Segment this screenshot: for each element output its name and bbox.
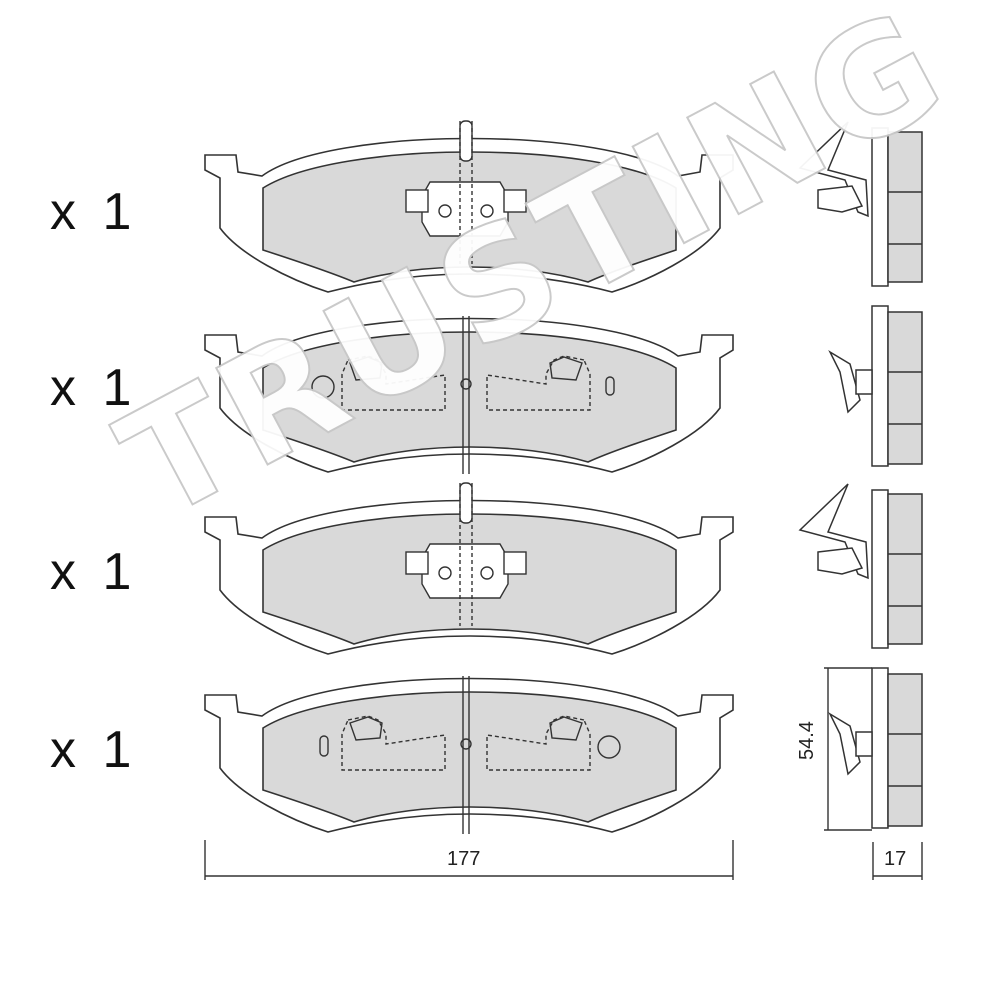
dimension-length-line — [204, 840, 734, 880]
dimension-thickness-line — [872, 842, 923, 880]
quantity-label-4: x 1 — [50, 721, 138, 779]
quantity-label-1: x 1 — [50, 183, 138, 241]
side-profile-2 — [829, 305, 923, 467]
quantity-label-2: x 1 — [50, 359, 138, 417]
dimension-height-label: 54.4 — [796, 721, 818, 760]
side-profile-3 — [799, 483, 923, 649]
dimension-thickness-label: 17 — [884, 848, 907, 870]
dimension-height-line — [824, 667, 872, 831]
brake-pad-row-2 — [204, 317, 734, 473]
brake-pad-row-4 — [204, 677, 734, 833]
side-profile-4 — [829, 667, 923, 829]
quantity-label-3: x 1 — [50, 543, 138, 601]
brake-pad-row-3 — [204, 482, 734, 655]
dimension-length-label: 177 — [447, 848, 481, 870]
